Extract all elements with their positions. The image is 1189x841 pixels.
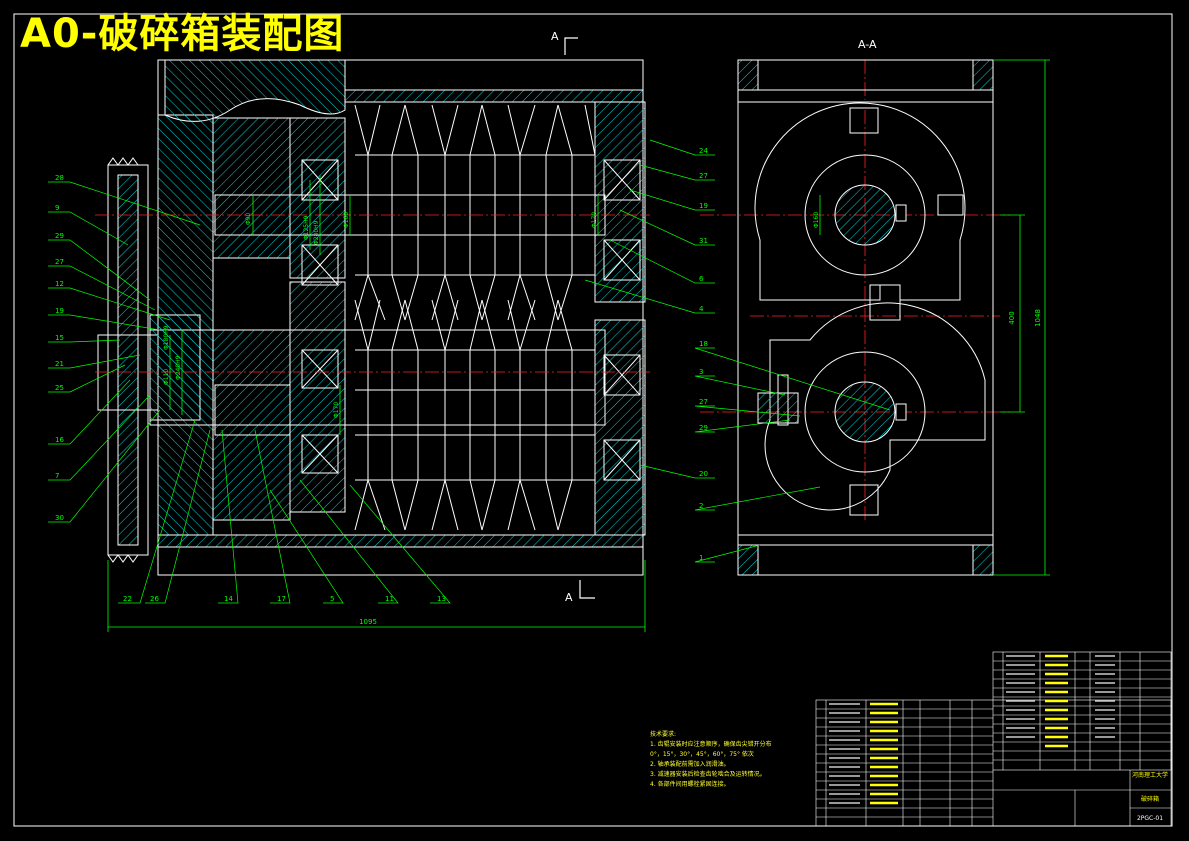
view-label-aa: A-A bbox=[858, 38, 877, 51]
parts-list-upper bbox=[992, 651, 1172, 771]
balloon-label: 27 bbox=[55, 258, 64, 266]
housing-bottom-plate bbox=[157, 534, 644, 548]
upper-housing-disc bbox=[754, 102, 966, 301]
balloon-label: 4 bbox=[699, 305, 704, 313]
balloon-label: 31 bbox=[699, 237, 708, 245]
balloon-label: 2 bbox=[699, 502, 703, 510]
section-markers bbox=[564, 37, 595, 599]
parts-list-lower bbox=[815, 699, 1172, 827]
upper-roller-teeth bbox=[354, 104, 596, 321]
dim-label: Φ90 bbox=[245, 212, 252, 225]
bearing-right bbox=[603, 159, 641, 481]
upper-shaft-section bbox=[834, 184, 896, 246]
tech-note-line: 3. 减速器安装后检查齿轮啮合及运转情况。 bbox=[650, 771, 766, 778]
balloon-label: 17 bbox=[277, 595, 286, 603]
balloon-label: 5 bbox=[330, 595, 334, 603]
technical-notes: 技术要求: 1. 齿辊安装时应注意顺序，确保齿尖错开分布 0°，15°，30°，… bbox=[650, 730, 772, 790]
dim-centre-distance: 400 bbox=[1008, 311, 1016, 324]
section-mark-a-top: A bbox=[551, 30, 559, 43]
balloon-label: 14 bbox=[224, 595, 233, 603]
balloon-numbers-right: 24 27 19 31 6 4 18 3 27 29 20 2 1 bbox=[699, 147, 708, 562]
dim-label: Φ240H9 bbox=[175, 355, 182, 380]
bearing-left-mid bbox=[301, 349, 339, 474]
balloon-label: 26 bbox=[150, 595, 159, 603]
balloon-label: 12 bbox=[55, 280, 64, 288]
balloon-label: 27 bbox=[699, 398, 708, 406]
tech-notes-heading: 技术要求: bbox=[650, 731, 677, 738]
balloon-label: 30 bbox=[55, 514, 64, 522]
dim-overall-width: 1095 bbox=[359, 618, 377, 626]
side-view bbox=[737, 59, 994, 576]
balloon-label: 18 bbox=[699, 340, 708, 348]
dim-label: Φ170 bbox=[333, 402, 340, 418]
dim-label: Φ170 bbox=[591, 212, 598, 228]
lower-housing-disc bbox=[764, 302, 986, 511]
balloon-label: 20 bbox=[699, 470, 708, 478]
left-bearing-block-bottom bbox=[289, 281, 346, 513]
balloon-label: 6 bbox=[699, 275, 704, 283]
balloon-label: 22 bbox=[123, 595, 132, 603]
dimension-lines bbox=[107, 59, 1050, 632]
dim-label: Φ125H9 bbox=[303, 215, 310, 240]
section-mark-a-bottom: A bbox=[565, 591, 573, 604]
title-block-drawing-name: 破碎箱 bbox=[1141, 795, 1159, 803]
balloon-label: 9 bbox=[55, 204, 59, 212]
right-bearing-block-top bbox=[594, 101, 646, 303]
tech-note-line: 0°，15°，30°，45°，60°，75° 依次 bbox=[650, 751, 754, 758]
balloon-label: 7 bbox=[55, 472, 59, 480]
balloon-label: 16 bbox=[55, 436, 64, 444]
tech-note-line: 2. 轴承装配前需加入润滑油。 bbox=[650, 761, 730, 768]
balloon-label: 1 bbox=[699, 554, 703, 562]
balloon-label: 13 bbox=[437, 595, 446, 603]
balloon-label: 28 bbox=[55, 174, 64, 182]
balloon-label: 25 bbox=[55, 384, 64, 392]
drawing-title: A0-破碎箱装配图 bbox=[20, 11, 345, 57]
balloon-numbers-left: 28 9 29 27 12 19 15 21 25 16 7 30 bbox=[55, 174, 64, 522]
parts-list-text bbox=[829, 655, 1115, 804]
balloon-label: 3 bbox=[699, 368, 703, 376]
title-block-code: 2PGC-01 bbox=[1137, 815, 1163, 822]
balloon-label: 15 bbox=[55, 334, 64, 342]
balloon-label: 29 bbox=[699, 424, 708, 432]
balloon-label: 27 bbox=[699, 172, 708, 180]
lower-roller-teeth bbox=[354, 299, 595, 531]
belt-pulley bbox=[97, 157, 201, 563]
front-view bbox=[97, 59, 646, 576]
balloon-label: 29 bbox=[55, 232, 64, 240]
dim-label: Φ280H9 bbox=[313, 220, 320, 245]
parts-list-entries bbox=[870, 654, 1068, 805]
gear-breakout bbox=[164, 59, 346, 122]
balloon-numbers-bottom: 22 26 14 17 5 11 13 bbox=[123, 595, 446, 603]
tech-note-line: 4. 各部件间用螺栓紧固连接。 bbox=[650, 781, 730, 788]
drawing-frame bbox=[13, 13, 1173, 827]
dim-label: Φ160 bbox=[813, 212, 820, 228]
title-block-school: 河南理工大学 bbox=[1132, 771, 1168, 779]
balloon-label: 21 bbox=[55, 360, 64, 368]
dim-label: Φ160 bbox=[343, 212, 350, 228]
dim-label: Φ180H9 bbox=[163, 325, 170, 350]
dim-height: 1048 bbox=[1034, 309, 1042, 327]
right-bearing-block-bottom bbox=[594, 319, 646, 536]
lower-shaft-section bbox=[834, 381, 896, 443]
balloon-label: 19 bbox=[55, 307, 64, 315]
dim-label: Φ110 bbox=[163, 369, 170, 385]
shaft-diameter-labels: Φ90 Φ125H9 Φ280H9 Φ160 Φ110 Φ180H9 Φ240H… bbox=[163, 212, 820, 418]
balloon-label: 11 bbox=[385, 595, 394, 603]
leader-lines bbox=[48, 139, 891, 604]
tech-note-line: 1. 齿辊安装时应注意顺序，确保齿尖错开分布 bbox=[650, 741, 772, 748]
balloon-label: 24 bbox=[699, 147, 708, 155]
balloon-label: 19 bbox=[699, 202, 708, 210]
